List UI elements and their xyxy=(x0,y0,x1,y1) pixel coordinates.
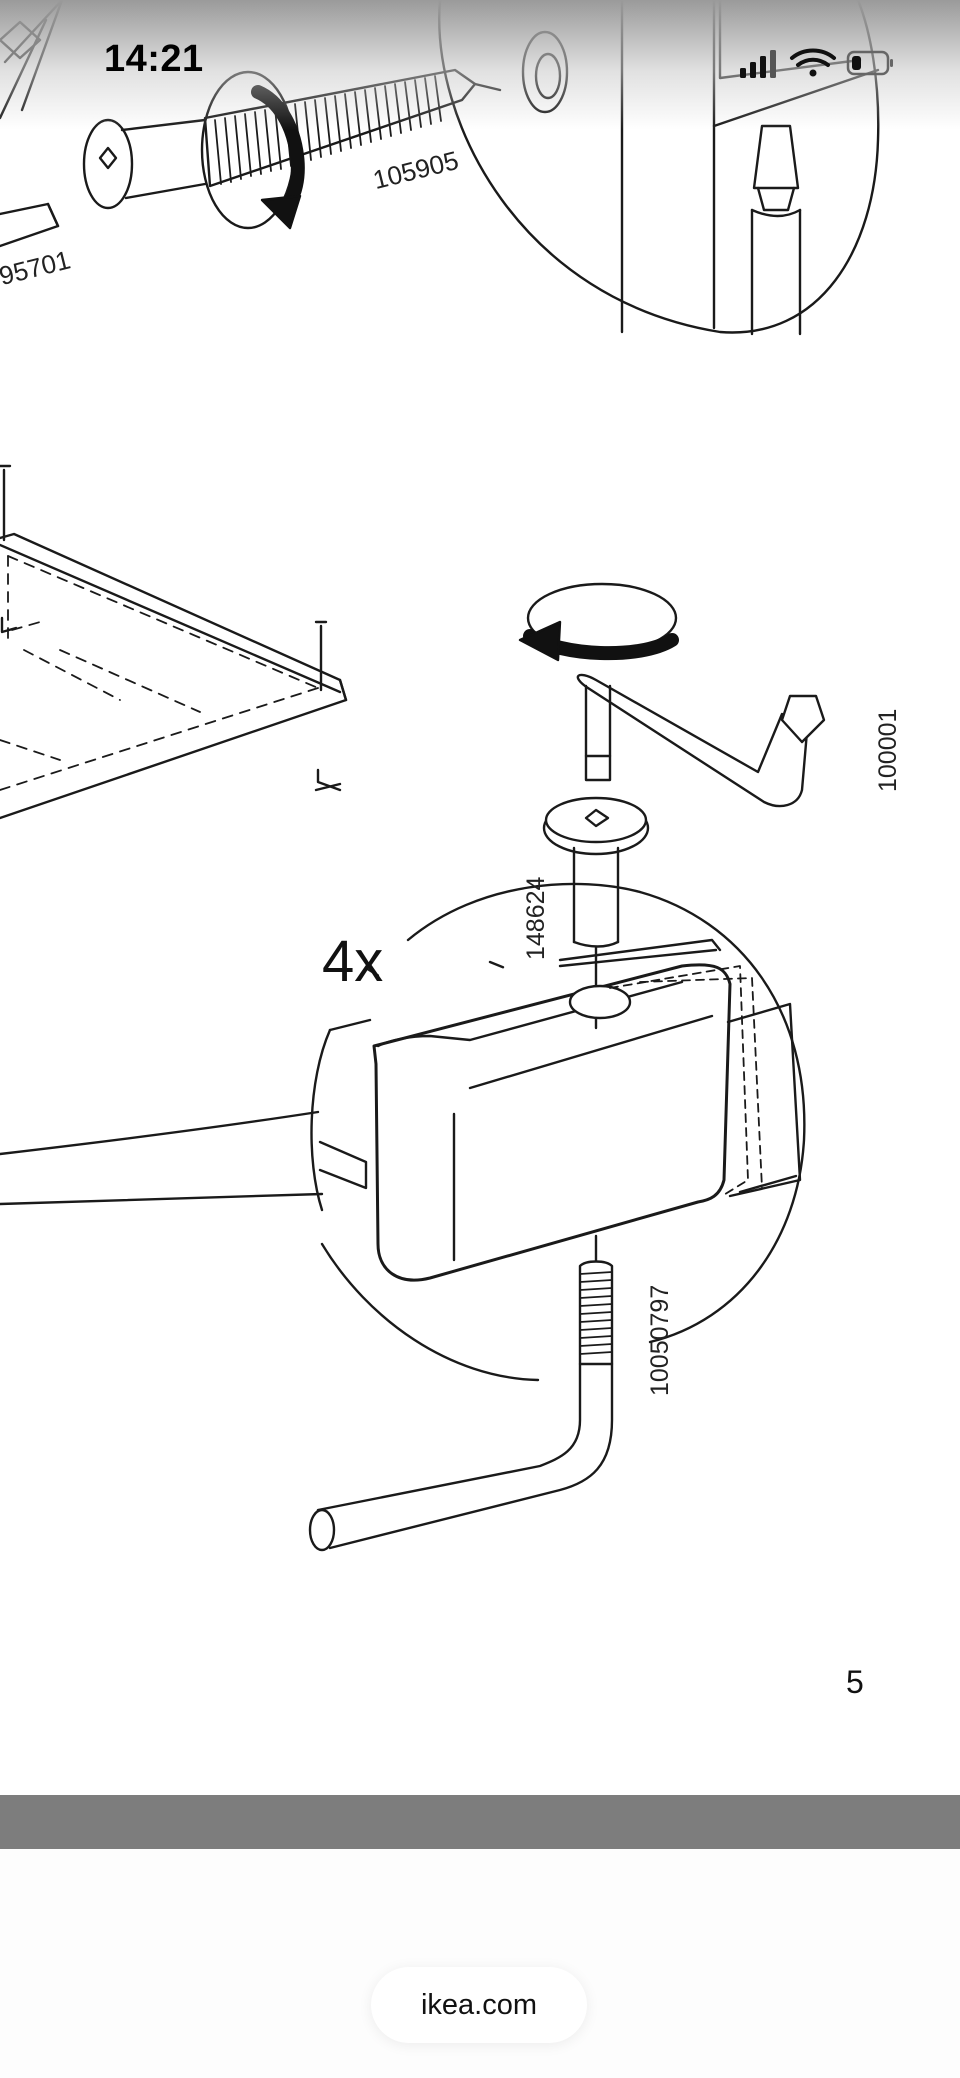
page-number: 5 xyxy=(846,1664,864,1700)
bolt-148624 xyxy=(542,796,650,1012)
threaded-pin-10050797 xyxy=(308,1260,614,1552)
page-separator xyxy=(0,1795,960,1849)
address-bar-url: ikea.com xyxy=(420,1988,538,2021)
address-bar[interactable]: ikea.com xyxy=(371,1967,587,2043)
status-bar: 14:21 xyxy=(0,0,960,130)
shelf-panel xyxy=(0,464,348,820)
connector-magnified-detail xyxy=(0,882,806,1382)
status-icons xyxy=(698,46,898,80)
part-label-148624: 148624 xyxy=(522,876,550,960)
battery-icon xyxy=(846,50,893,76)
part-label-100001: 100001 xyxy=(874,708,902,792)
assembly-instruction-page: 95701 105905 100001 148624 10050797 4x 5 xyxy=(0,0,902,1700)
part-label-10050797: 10050797 xyxy=(646,1284,674,1396)
browser-bottom-bar xyxy=(0,1849,960,2078)
quantity-label: 4x xyxy=(322,929,384,994)
allen-key-tool xyxy=(518,582,826,808)
wifi-icon xyxy=(790,48,836,77)
signal-icon xyxy=(740,50,776,78)
status-time: 14:21 xyxy=(104,38,204,80)
assembly-illustration xyxy=(0,0,880,1552)
